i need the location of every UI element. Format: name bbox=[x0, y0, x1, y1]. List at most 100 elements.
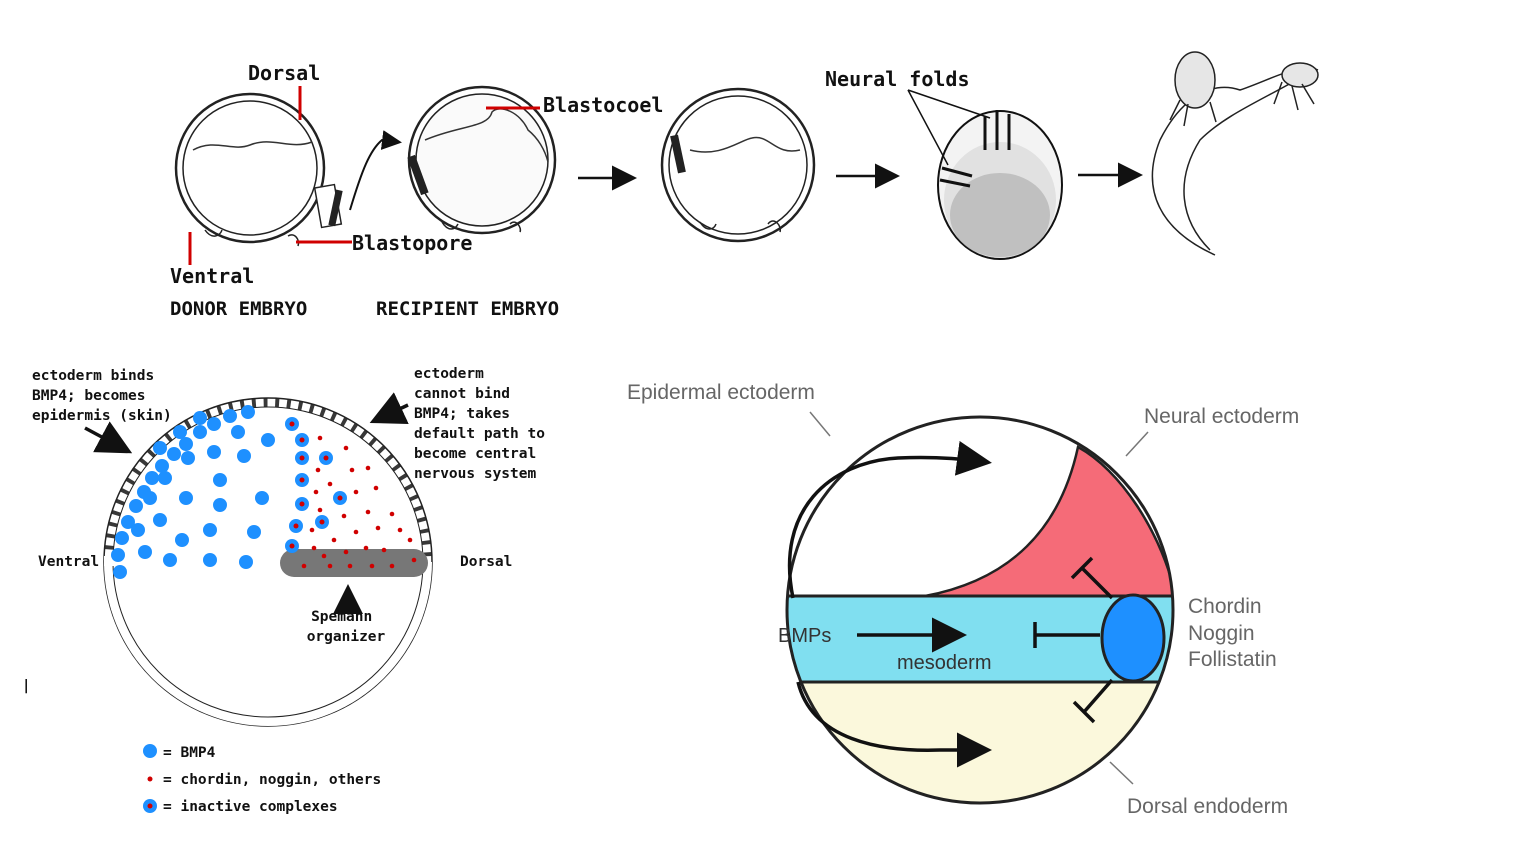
bmp4-dot bbox=[203, 523, 217, 537]
epidermal-flow-arrow bbox=[787, 440, 992, 599]
bmp4-dot bbox=[138, 545, 152, 559]
bmp4-dot bbox=[167, 447, 181, 461]
bmp4-dot bbox=[111, 548, 125, 562]
bmp4-dot bbox=[213, 473, 227, 487]
dorsal-endoderm-label: Dorsal endoderm bbox=[1127, 795, 1288, 818]
bmp4-dot bbox=[173, 425, 187, 439]
antagonist-dot bbox=[313, 489, 319, 495]
dorsal-label: Dorsal bbox=[248, 61, 320, 85]
twinned-larva bbox=[1151, 51, 1319, 256]
endoderm-flow-arrow bbox=[796, 681, 992, 768]
transplant-arrow bbox=[349, 130, 402, 211]
bmp4-dot bbox=[115, 531, 129, 545]
bmp4-dot bbox=[163, 553, 177, 567]
legend-bmp4-label: = BMP4 bbox=[163, 745, 216, 761]
legend-complex-label: = inactive complexes bbox=[163, 799, 338, 815]
bmp4-dot bbox=[247, 525, 261, 539]
legend: = BMP4 = chordin, noggin, others = inact… bbox=[143, 744, 381, 815]
bmp4-dot bbox=[241, 405, 255, 419]
antagonist-dot bbox=[369, 563, 375, 569]
neural-folds-pointer-b bbox=[907, 89, 949, 166]
antagonist-dot bbox=[373, 485, 379, 491]
bmp4-dot bbox=[181, 451, 195, 465]
neural-folds-pointer-a bbox=[907, 89, 991, 119]
bmp4-dot bbox=[143, 491, 157, 505]
bmp4-dot bbox=[155, 459, 169, 473]
antagonist-dot bbox=[341, 513, 347, 519]
endoderm-callout bbox=[1109, 761, 1134, 785]
neural-note: ectoderm cannot bind BMP4; takes default… bbox=[414, 366, 554, 482]
bmp4-dot bbox=[203, 553, 217, 567]
organizer-ellipse bbox=[1100, 593, 1166, 683]
bmp4-dot bbox=[231, 425, 245, 439]
bmp4-dot bbox=[121, 515, 135, 529]
antagonist-dot bbox=[389, 511, 395, 517]
inhibit-neural-bar bbox=[1070, 556, 1114, 600]
bmp4-dot bbox=[207, 417, 221, 431]
bmp4-dot bbox=[179, 437, 193, 451]
antagonist-dot bbox=[301, 563, 307, 569]
bmp4-dot bbox=[179, 491, 193, 505]
antagonist-dot bbox=[411, 557, 417, 563]
antagonist-dot bbox=[317, 435, 323, 441]
bmp4-dot bbox=[261, 433, 275, 447]
bmp4-dot bbox=[145, 471, 159, 485]
bmp4-dot bbox=[255, 491, 269, 505]
neural-ectoderm-label: Neural ectoderm bbox=[1144, 405, 1299, 428]
dorsal-side-label: Dorsal bbox=[460, 554, 512, 570]
antagonist-dot bbox=[365, 509, 371, 515]
recipient-caption: RECIPIENT EMBRYO bbox=[376, 298, 559, 320]
inhibit-endoderm-bar bbox=[1072, 678, 1114, 724]
bmp4-dot bbox=[175, 533, 189, 547]
legend-antagonist-symbol bbox=[147, 776, 153, 782]
bmp4-dot bbox=[239, 555, 253, 569]
antagonist-dot bbox=[365, 465, 371, 471]
antagonist-dot bbox=[327, 563, 333, 569]
transplant-sequence: Dorsal Ventral Blastocoel Blastopore Neu… bbox=[170, 51, 1319, 320]
epidermis-note: ectoderm binds BMP4; becomes epidermis (… bbox=[32, 368, 172, 424]
antagonist-dot bbox=[347, 563, 353, 569]
antagonist-dot bbox=[343, 549, 349, 555]
antagonist-dot bbox=[389, 563, 395, 569]
blastocoel-label: Blastocoel bbox=[543, 93, 663, 117]
antagonist-dot bbox=[407, 537, 413, 543]
bmp4-dot bbox=[158, 471, 172, 485]
neural-ectoderm-region bbox=[924, 445, 1173, 598]
ventral-label: Ventral bbox=[170, 264, 254, 288]
organizer-label: Spemann organizer bbox=[307, 609, 386, 645]
antagonist-dot bbox=[327, 481, 333, 487]
spemann-organizer-shape bbox=[280, 549, 428, 577]
recipient-embryo bbox=[407, 85, 557, 235]
donor-embryo bbox=[174, 92, 343, 247]
legend-bmp4-symbol bbox=[143, 744, 157, 758]
bmp4-dot bbox=[207, 445, 221, 459]
bmp4-dot bbox=[131, 523, 145, 537]
neural-arrow bbox=[369, 392, 409, 424]
inhibit-bmp-bar bbox=[1033, 622, 1100, 648]
gastrula-embryo bbox=[660, 87, 816, 243]
neural-callout bbox=[1125, 431, 1149, 457]
legend-antagonist-label: = chordin, noggin, others bbox=[163, 772, 381, 788]
blastopore-label: Blastopore bbox=[352, 231, 472, 255]
antagonist-dot bbox=[349, 467, 355, 473]
bmp4-dot bbox=[193, 411, 207, 425]
donor-caption: DONOR EMBRYO bbox=[170, 298, 307, 320]
antagonist-dot bbox=[363, 545, 369, 551]
bmp4-gradient-diagram: ectoderm binds BMP4; becomes epidermis (… bbox=[22, 366, 554, 815]
antagonist-dot bbox=[381, 547, 387, 553]
bmps-label: BMPs bbox=[778, 625, 831, 647]
neural-folds-label: Neural folds bbox=[825, 67, 970, 91]
epidermis-arrow bbox=[84, 421, 133, 454]
antagonist-dot bbox=[309, 527, 315, 533]
antagonist-dot bbox=[321, 553, 327, 559]
antagonist-dot bbox=[315, 467, 321, 473]
antagonist-dot bbox=[353, 489, 359, 495]
antagonist-dot bbox=[331, 537, 337, 543]
antagonist-dot bbox=[397, 527, 403, 533]
bmp4-dot bbox=[113, 565, 127, 579]
epidermal-callout bbox=[809, 411, 831, 437]
bmp4-dot bbox=[129, 499, 143, 513]
neurula-embryo bbox=[937, 110, 1063, 260]
signal-molecule-field bbox=[111, 405, 417, 579]
